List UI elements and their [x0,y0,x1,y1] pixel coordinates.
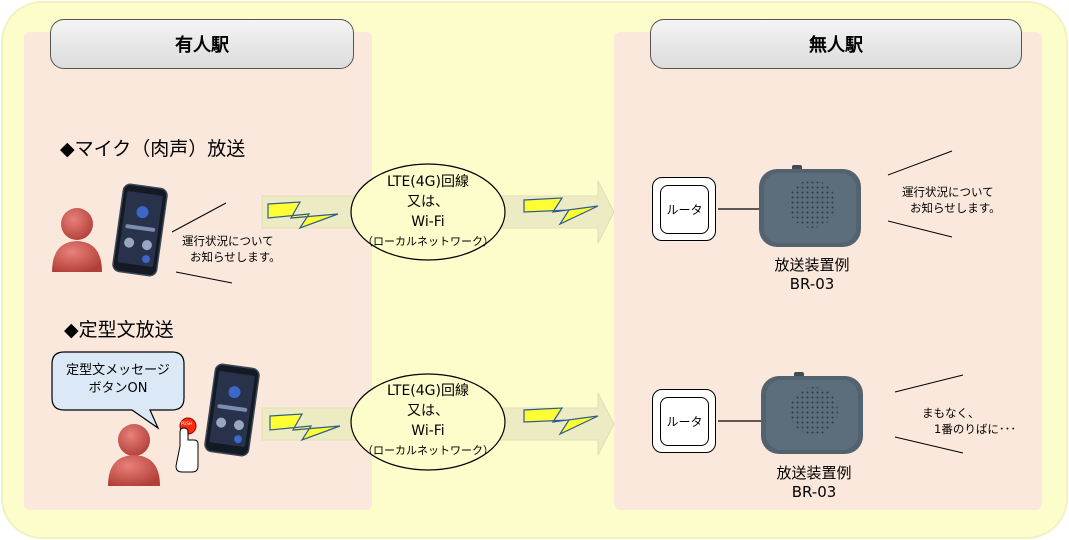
speech-mic-device: 運行状況について お知らせします。 [902,184,1001,216]
device-name: 放送装置例 [774,256,850,274]
router-label: ルータ [660,185,709,234]
speech-line: 1番のりばに･･･ [934,422,1017,436]
callout-line2: ボタンON [88,381,148,396]
network-label-lower: LTE(4G)回線 又は、 Wi-Fi （ローカルネットワーク） [356,381,500,459]
device-label-lower: 放送装置例 BR-03 [754,464,874,502]
network-line1: LTE(4G)回線 [387,383,469,399]
network-line2: 又は、 [407,194,449,210]
speech-mic-phone: 運行状況について お知らせします。 [182,233,281,265]
broadcast-device-icon [761,372,863,454]
device-label-upper: 放送装置例 BR-03 [752,256,872,294]
smartphone-icon [112,183,168,277]
callout-line1: 定型文メッセージ [66,363,170,378]
person-icon [52,208,102,272]
network-oval-upper [350,163,506,261]
router-box-upper: ルータ [652,177,716,241]
section-title-fixed: ◆定型文放送 [64,319,174,341]
person-icon [108,424,160,486]
network-line3: Wi-Fi [411,423,445,439]
speech-fixed-device: まもなく、 1番のりばに･･･ [922,405,1016,437]
device-model: BR-03 [789,275,835,293]
lightning-icon [269,413,341,442]
sound-line [887,220,953,238]
router-box-lower: ルータ [652,389,716,453]
network-label-upper: LTE(4G)回線 又は、 Wi-Fi （ローカルネットワーク） [356,172,500,250]
speech-line: 運行状況について [182,234,274,248]
sound-line [175,271,233,284]
network-line4: （ローカルネットワーク） [362,235,494,248]
section-title-mic: ◆マイク（肉声）放送 [60,138,246,160]
sound-line [894,374,964,393]
sound-line [171,202,227,233]
speech-line: お知らせします。 [910,201,1001,215]
unmanned-station-header: 無人駅 [650,19,1022,69]
lightning-icon [267,201,339,230]
network-oval-lower [350,373,506,471]
device-model: BR-03 [791,483,837,501]
lightning-icon [523,197,599,226]
lightning-icon [523,407,599,436]
sound-line [894,436,964,454]
speech-line: 運行状況について [902,185,994,199]
network-line3: Wi-Fi [411,214,445,230]
unmanned-panel [614,32,1042,510]
manned-station-header: 有人駅 [50,19,354,69]
router-label: ルータ [660,397,709,446]
speech-line: まもなく、 [922,406,980,420]
push-label: PUSH [181,421,192,426]
network-line2: 又は、 [407,403,449,419]
callout-text: 定型文メッセージ ボタンON [54,362,182,398]
smartphone-icon [204,363,260,457]
callout-bubble [51,351,185,430]
push-button-icon [175,417,199,473]
sound-line [887,150,953,176]
speech-line: お知らせします。 [190,250,281,264]
device-name: 放送装置例 [776,464,852,482]
broadcast-device-icon [759,165,861,247]
network-line4: （ローカルネットワーク） [362,444,494,457]
network-line1: LTE(4G)回線 [387,174,469,190]
